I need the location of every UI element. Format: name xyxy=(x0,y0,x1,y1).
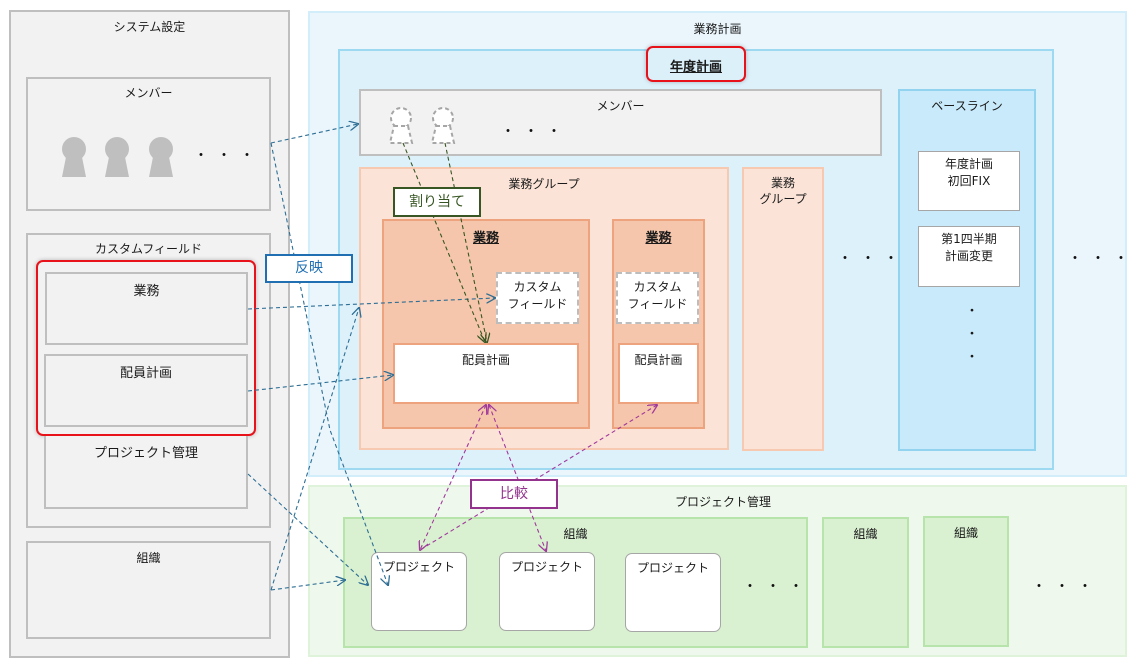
placeholder-person-icon xyxy=(430,107,456,144)
custom-field-staffing: 配員計画 xyxy=(44,354,248,427)
task-staffing-plan-label: 配員計画 xyxy=(634,353,683,367)
organization-box: 組織 xyxy=(822,517,909,648)
reflect-arrow-project-mgmt xyxy=(247,473,368,585)
task-custom-field: カスタム フィールド xyxy=(616,272,699,324)
system-members-title: メンバー xyxy=(124,86,173,100)
reflect-arrow-staffing-plan xyxy=(247,375,393,392)
plan-members-box: メンバー ・・・ xyxy=(359,89,882,156)
system-organization-box: 組織 xyxy=(26,541,271,639)
reflect-arrow-task-custom-field xyxy=(247,298,495,310)
custom-field-task-label: 業務 xyxy=(133,284,160,299)
organization-title: 組織 xyxy=(853,527,878,541)
task-custom-field-label: カスタム フィールド xyxy=(627,280,688,311)
annual-plan-title: 年度計画 xyxy=(669,60,722,75)
task-custom-field: カスタム フィールド xyxy=(496,272,579,324)
organizations-ellipsis: ・・・ xyxy=(1032,579,1101,595)
baseline-vertical-ellipsis: ・ ・ ・ xyxy=(965,304,979,365)
project-card: プロジェクト xyxy=(625,553,721,632)
member-icons xyxy=(62,137,173,177)
reflect-arrow-organization xyxy=(270,580,345,591)
custom-field-project-mgmt-label: プロジェクト管理 xyxy=(93,446,198,461)
highlight-frame-custom-fields xyxy=(36,260,256,436)
baseline-title: ベースライン xyxy=(931,99,1003,113)
assigned-member-icons xyxy=(389,107,456,144)
baseline-item: 年度計画 初回FIX xyxy=(918,151,1020,211)
plan-members-title: メンバー xyxy=(596,99,645,113)
task-group-2-title: 業務 グループ xyxy=(759,176,807,206)
project-card: プロジェクト xyxy=(499,552,595,631)
person-icon xyxy=(105,137,129,177)
task-staffing-plan: 配員計画 xyxy=(618,343,699,404)
plan-members-ellipsis: ・・・ xyxy=(501,124,570,140)
system-members-box: メンバー ・・・ xyxy=(26,77,271,211)
project-card-label: プロジェクト xyxy=(382,560,455,574)
business-plan-title: 業務計画 xyxy=(693,22,742,36)
members-ellipsis: ・・・ xyxy=(194,148,263,164)
compare-label: 比較 xyxy=(470,479,558,509)
task-staffing-plan-label: 配員計画 xyxy=(461,353,510,367)
baseline-item-label: 第1四半期 計画変更 xyxy=(941,232,997,263)
task-groups-ellipsis: ・・・ xyxy=(838,251,907,267)
reflect-arrow-members-to-project xyxy=(270,142,388,585)
task-group-box-2: 業務 グループ xyxy=(742,167,824,451)
custom-fields-title: カスタムフィールド xyxy=(94,242,203,256)
task-title: 業務 xyxy=(645,231,672,246)
projects-ellipsis: ・・・ xyxy=(743,579,812,595)
custom-field-task: 業務 xyxy=(45,272,248,345)
custom-field-project-mgmt: プロジェクト管理 xyxy=(44,436,248,509)
baseline-item-label: 年度計画 初回FIX xyxy=(944,157,993,188)
assign-arrow xyxy=(402,142,485,342)
system-organization-title: 組織 xyxy=(136,551,161,565)
annual-plan-title-frame: 年度計画 xyxy=(646,46,746,82)
placeholder-person-icon xyxy=(389,107,414,144)
project-card: プロジェクト xyxy=(371,552,467,631)
reflect-label: 反映 xyxy=(265,254,353,283)
organization-title: 組織 xyxy=(953,526,978,540)
system-settings-title: システム設定 xyxy=(113,20,186,34)
project-card-label: プロジェクト xyxy=(510,560,583,574)
project-management-title: プロジェクト管理 xyxy=(675,495,772,509)
compare-arrow xyxy=(489,405,546,551)
task-custom-field-label: カスタム フィールド xyxy=(507,280,568,311)
organization-title: 組織 xyxy=(563,527,588,541)
baseline-item: 第1四半期 計画変更 xyxy=(918,226,1020,287)
compare-arrow xyxy=(420,405,486,550)
reflect-arrow-members xyxy=(270,124,358,144)
organization-box: 組織 xyxy=(923,516,1009,647)
custom-field-staffing-label: 配員計画 xyxy=(119,366,172,381)
reflect-arrow-organization-to-task-group xyxy=(270,308,359,591)
project-card-label: プロジェクト xyxy=(636,561,709,575)
task-title: 業務 xyxy=(472,231,499,246)
person-icon xyxy=(149,137,173,177)
person-icon xyxy=(62,137,86,177)
assign-label: 割り当て xyxy=(393,187,481,217)
task-group-title: 業務グループ xyxy=(508,177,580,191)
compare-arrow xyxy=(419,405,657,551)
assign-arrow xyxy=(444,142,487,342)
business-plan-ellipsis: ・・・ xyxy=(1068,251,1134,267)
